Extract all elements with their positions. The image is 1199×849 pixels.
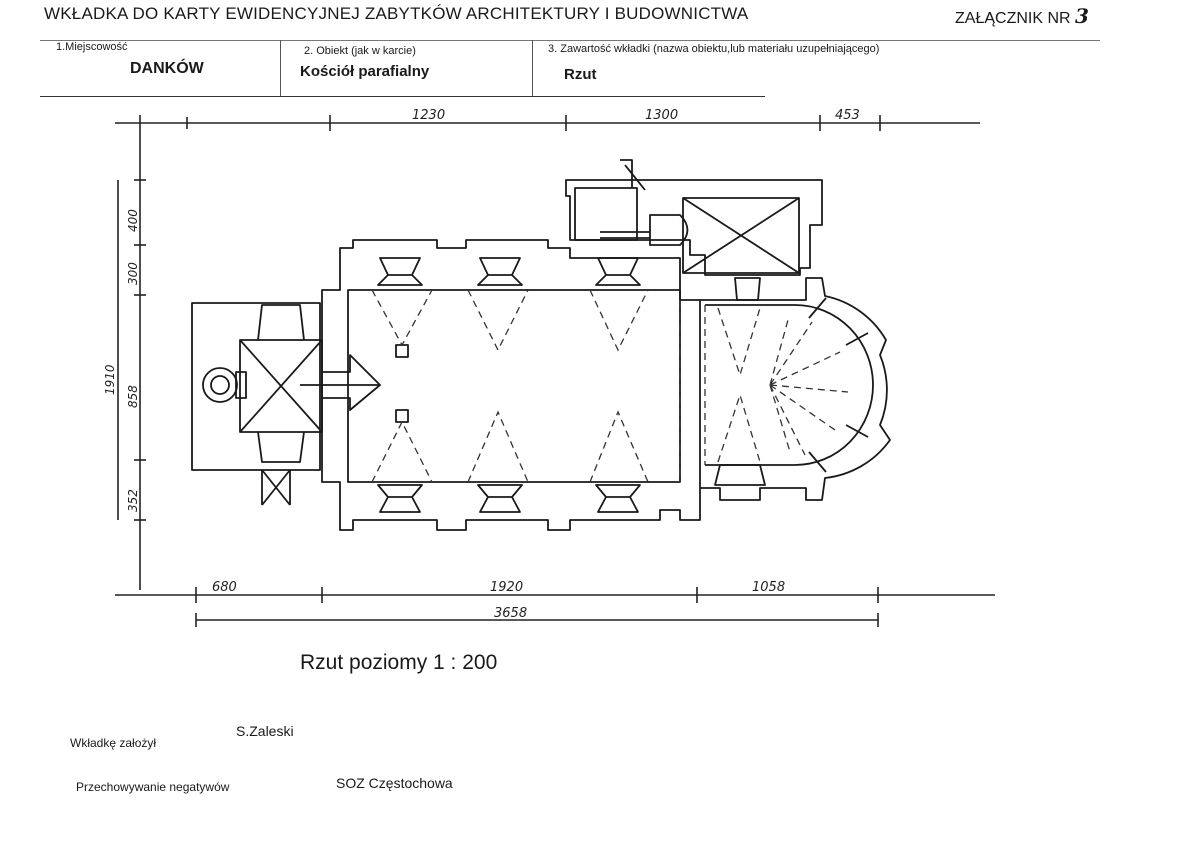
stair-core — [210, 375, 230, 395]
nave-outer-wall — [321, 239, 701, 531]
apse-buttress — [845, 332, 869, 346]
tower-buttress-bottom — [257, 431, 305, 463]
locality-label: 1.Miejscowość — [56, 41, 128, 53]
chancel-buttress — [714, 464, 766, 486]
chancel-inner-wall — [705, 304, 874, 466]
chancel-vault-lines — [717, 307, 761, 463]
apse-buttress — [808, 297, 827, 319]
left-dim-label-1: 400 — [126, 209, 140, 232]
tower-buttress-top — [257, 304, 305, 341]
side-entrance — [620, 159, 646, 191]
apse-vault-lines — [769, 319, 849, 456]
negatives-value: SOZ Częstochowa — [336, 775, 453, 791]
turret-link — [235, 371, 247, 399]
header-top-rule — [40, 40, 1100, 41]
bottom-dim-label-2: 1920 — [490, 580, 523, 595]
top-dim-label-3: 453 — [835, 108, 860, 123]
attachment-label: ZAŁĄCZNIK NR 3 — [955, 4, 1089, 28]
document-title: WKŁADKA DO KARTY EWIDENCYJNEJ ZABYTKÓW A… — [44, 4, 749, 23]
porch-outline — [322, 354, 381, 411]
header-divider-2 — [532, 40, 533, 96]
entrance-steps — [261, 469, 291, 506]
header-divider-1 — [280, 40, 281, 96]
founder-value: S.Zaleski — [236, 723, 294, 739]
top-dim-label-2: 1300 — [645, 108, 678, 123]
chapel-room — [682, 197, 800, 274]
nave-pier — [595, 257, 641, 286]
nave-pier — [595, 484, 641, 513]
sacristy-room — [574, 187, 638, 241]
nave-vault-lines — [371, 289, 649, 352]
locality-value: DANKÓW — [130, 60, 204, 77]
bottom-dim-label-1: 680 — [212, 580, 237, 595]
tower-diagonal — [239, 339, 323, 433]
chancel-outer-wall — [700, 277, 891, 501]
total-dim-label: 3658 — [494, 606, 527, 621]
nave-pier — [477, 257, 523, 286]
left-dim-label-3: 858 — [126, 385, 140, 408]
content-value: Rzut — [564, 66, 597, 83]
nave-column — [395, 409, 409, 423]
stair-turret — [202, 367, 238, 403]
apse-buttress — [808, 451, 827, 473]
sacristy-outline — [565, 179, 823, 276]
bottom-dim-label-3: 1058 — [752, 580, 785, 595]
attachment-number: 3 — [1075, 4, 1089, 28]
nave-vault-lines — [371, 410, 649, 483]
left-dim-label-2: 300 — [126, 262, 140, 285]
apse-buttress — [845, 424, 869, 438]
nave-pier — [477, 484, 523, 513]
negatives-label: Przechowywanie negatywów — [76, 780, 230, 794]
chapel-diagonal — [682, 197, 800, 274]
left-dim-label-4: 352 — [126, 489, 140, 512]
left-total-dim-label: 1910 — [103, 364, 117, 395]
top-dim-label-1: 1230 — [412, 108, 445, 123]
header-bottom-rule — [40, 96, 765, 97]
plan-caption: Rzut poziomy 1 : 200 — [300, 651, 498, 674]
nave-pier — [377, 484, 423, 513]
founder-label: Wkładkę założył — [70, 736, 157, 750]
nave-pier — [377, 257, 423, 286]
tower-outline — [191, 302, 321, 471]
chancel-buttress — [734, 277, 761, 301]
object-value: Kościół parafialny — [300, 63, 430, 80]
nave-column — [395, 344, 409, 358]
attachment-label-text: ZAŁĄCZNIK NR — [955, 10, 1071, 27]
object-label: 2. Obiekt (jak w karcie) — [304, 45, 416, 57]
chapel-apse — [649, 214, 689, 246]
content-label: 3. Zawartość wkładki (nazwa obiektu,lub … — [548, 43, 880, 55]
